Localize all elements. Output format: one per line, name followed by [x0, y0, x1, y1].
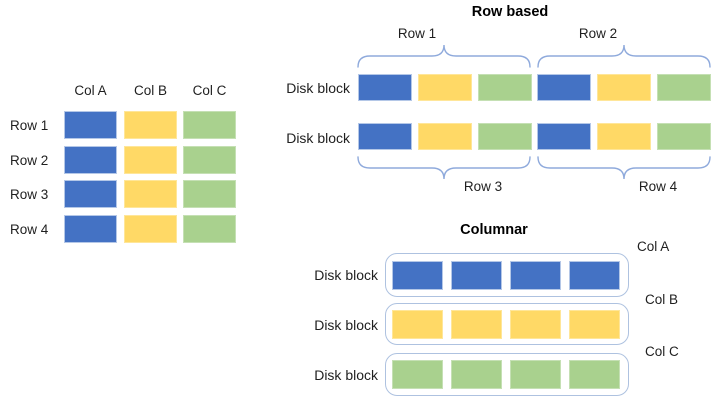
row4-brace-label: Row 4 [638, 179, 678, 194]
columnar-title: Columnar [460, 222, 528, 238]
row2-brace-label: Row 2 [578, 26, 618, 41]
col-header-b: Col B [133, 83, 167, 98]
disk-segment [657, 74, 711, 101]
disk-segment [392, 260, 443, 290]
columnar-col-b-label: Col B [645, 292, 679, 307]
disk-segment [451, 309, 502, 339]
row2-overbrace [537, 44, 711, 68]
disk-block-label: Disk block [314, 367, 378, 383]
disk-segment [478, 74, 532, 101]
row3-underbrace [357, 156, 531, 180]
disk-segment [392, 309, 443, 339]
disk-segment [510, 260, 561, 290]
disk-segment [478, 123, 532, 150]
disk-segment [418, 74, 472, 101]
table-cell [183, 180, 236, 208]
table-cell [124, 180, 177, 208]
disk-block-label: Disk block [314, 267, 378, 283]
col-header-c: Col C [192, 83, 227, 98]
disk-segment [510, 309, 561, 339]
table-cell [124, 146, 177, 174]
disk-segment [569, 309, 620, 339]
table-cell [64, 180, 117, 208]
disk-block-label: Disk block [286, 80, 350, 96]
disk-segment [597, 74, 651, 101]
table-cell [183, 111, 236, 139]
disk-segment [392, 360, 443, 389]
disk-segment [537, 74, 591, 101]
disk-block-label: Disk block [286, 130, 350, 146]
columnar-disk-block-a [385, 253, 629, 297]
table-cell [183, 215, 236, 243]
row4-underbrace [537, 156, 711, 180]
disk-segment [597, 123, 651, 150]
disk-block-label: Disk block [314, 317, 378, 333]
disk-segment [358, 74, 412, 101]
table-cell [64, 146, 117, 174]
disk-segment [569, 260, 620, 290]
row-label-4: Row 4 [10, 222, 49, 237]
columnar-disk-block-b [385, 303, 629, 345]
table-cell [124, 215, 177, 243]
disk-segment [537, 123, 591, 150]
table-cell [64, 111, 117, 139]
col-header-a: Col A [74, 83, 107, 98]
row-based-title: Row based [471, 4, 549, 20]
row1-overbrace [357, 44, 531, 68]
row-label-3: Row 3 [10, 187, 49, 202]
table-cell [183, 146, 236, 174]
table-cell [64, 215, 117, 243]
row-label-2: Row 2 [10, 153, 49, 168]
disk-segment [418, 123, 472, 150]
columnar-col-c-label: Col C [645, 344, 679, 359]
row3-brace-label: Row 3 [463, 179, 503, 194]
columnar-disk-block-c [385, 353, 629, 396]
table-cell [124, 111, 177, 139]
row-label-1: Row 1 [10, 118, 49, 133]
disk-segment [510, 360, 561, 389]
disk-segment [451, 260, 502, 290]
disk-segment [358, 123, 412, 150]
row1-brace-label: Row 1 [397, 26, 437, 41]
disk-segment [451, 360, 502, 389]
disk-segment [657, 123, 711, 150]
columnar-col-a-label: Col A [637, 239, 670, 254]
disk-segment [569, 360, 620, 389]
